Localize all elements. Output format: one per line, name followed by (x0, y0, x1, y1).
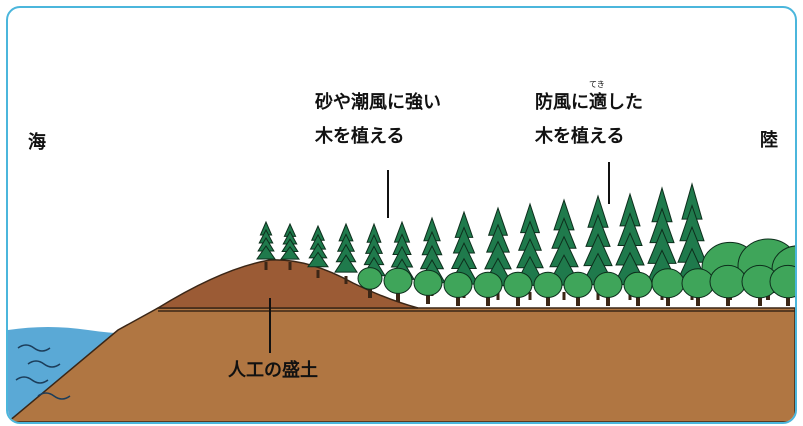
artificial-mound (155, 259, 419, 309)
ruby-teki: てき (589, 80, 605, 89)
diagram-frame: 海 陸 砂や潮風に強い 木を植える てき 防風に適した 木を植える 人工の盛土 (6, 6, 797, 424)
broadleaf-tree-icon (533, 271, 563, 306)
broadleaf-tree-icon (709, 264, 747, 306)
broadleaf-tree-icon (413, 269, 443, 304)
front-trees-label-line1: 砂や潮風に強い (315, 92, 441, 113)
ground (8, 307, 795, 422)
broadleaf-tree-icon (563, 271, 593, 306)
front-trees-label-line2: 木を植える (315, 126, 405, 147)
broadleaf-tree-icon (593, 271, 623, 306)
back-trees-label-line1: 防風に適した (535, 92, 643, 113)
broadleaf-tree-icon (681, 268, 715, 306)
broadleaf-tree-icon (623, 271, 653, 306)
conifer-tree-icon (307, 224, 329, 278)
broadleaf-tree-icon (357, 267, 383, 298)
broadleaf-tree-icon (651, 268, 685, 306)
conifer-tree-icon (256, 220, 276, 270)
broadleaf-tree-icon (503, 271, 533, 306)
mound-label: 人工の盛土 (228, 360, 318, 381)
broadleaf-tree-icon (769, 264, 795, 306)
sea-label: 海 (28, 132, 46, 153)
trees (256, 182, 795, 306)
coastal-forest-scene (8, 162, 795, 422)
land-label: 陸 (760, 130, 778, 151)
sea-waves-icon (15, 344, 71, 400)
broadleaf-tree-icon (443, 271, 473, 306)
broadleaf-tree-icon (473, 271, 503, 306)
broadleaf-tree-icon (383, 267, 413, 302)
back-trees-label-line2: 木を植える (535, 126, 625, 147)
conifer-tree-icon (334, 222, 358, 284)
conifer-tree-icon (280, 222, 300, 270)
